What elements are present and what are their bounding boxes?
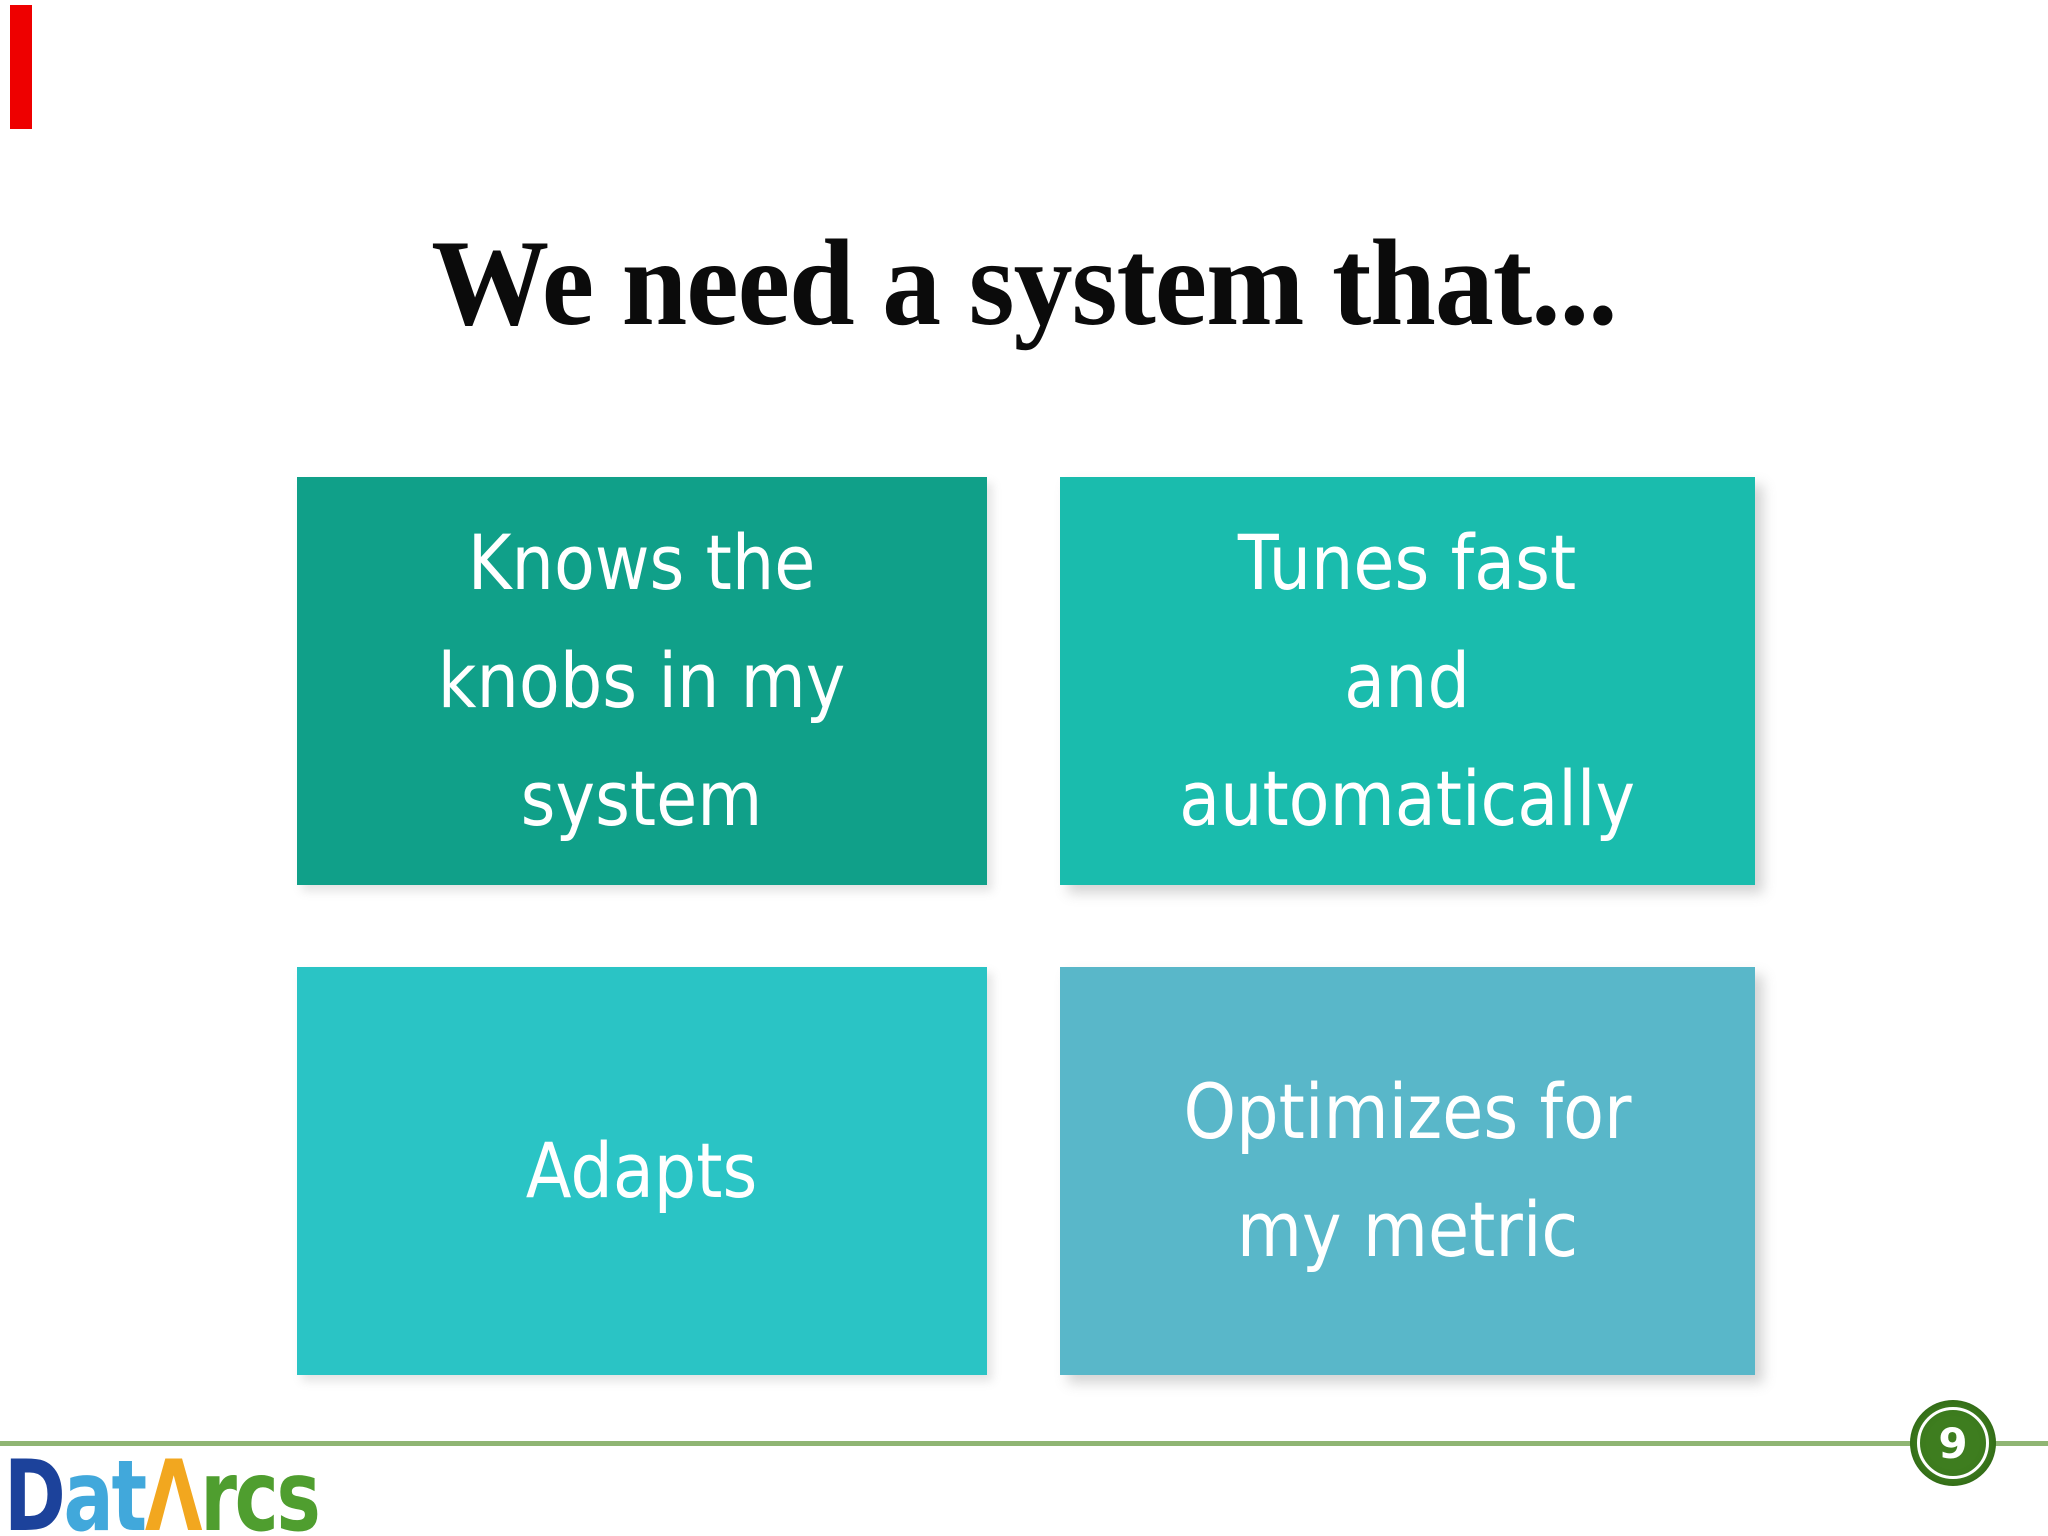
- logo-letter-d: D: [4, 1440, 66, 1536]
- logo-letters-rcs: rcs: [200, 1440, 321, 1536]
- page-number: 9: [1938, 1418, 1968, 1468]
- benefit-box-label: Adapts: [526, 1126, 758, 1216]
- logo-letter-a-caret: Λ: [144, 1440, 203, 1536]
- red-marker: [10, 5, 32, 129]
- benefit-box-tunes-fast: Tunes fast and automatically: [1060, 477, 1755, 885]
- benefit-box-label: Tunes fast and automatically: [1179, 518, 1636, 843]
- benefit-box-knows-knobs: Knows the knobs in my system: [297, 477, 987, 885]
- page-number-badge: 9: [1910, 1400, 1996, 1486]
- page-badge-ring: [1917, 1407, 1989, 1479]
- footer-divider-line: [0, 1441, 2048, 1446]
- benefit-box-adapts: Adapts: [297, 967, 987, 1375]
- slide-title: We need a system that...: [431, 214, 1617, 351]
- datarcs-logo: DatΛrcs: [4, 1448, 321, 1536]
- benefit-box-label: Optimizes for my metric: [1183, 1067, 1632, 1274]
- benefit-box-label: Knows the knobs in my system: [438, 518, 846, 843]
- logo-letters-at: at: [63, 1440, 148, 1536]
- benefit-box-optimizes: Optimizes for my metric: [1060, 967, 1755, 1375]
